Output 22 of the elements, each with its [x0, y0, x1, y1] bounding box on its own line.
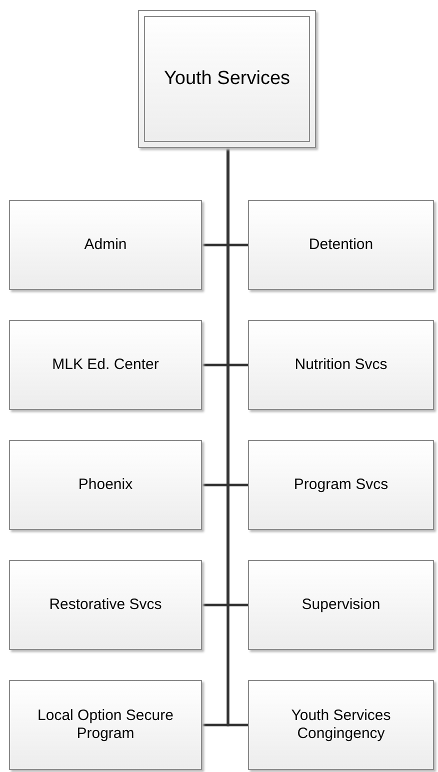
unit-box [9, 200, 202, 290]
unit-box [248, 440, 434, 530]
unit-box [9, 560, 202, 650]
unit-box [248, 320, 434, 410]
box-label: Restorative Svcs [49, 596, 162, 614]
unit-box [9, 320, 202, 410]
box-label: Program Svcs [294, 476, 388, 494]
box-label: Nutrition Svcs [294, 356, 388, 374]
unit-box [248, 680, 434, 770]
box-label: MLK Ed. Center [52, 356, 159, 374]
unit-box [248, 200, 434, 290]
box-label: Youth Services Congingency [290, 707, 392, 743]
box-label: Youth Services [164, 68, 290, 90]
box-label: Phoenix [78, 476, 133, 494]
box-label: Supervision [302, 596, 380, 614]
box-label: Detention [308, 236, 374, 254]
unit-box [9, 680, 202, 770]
unit-box [9, 440, 202, 530]
root-box [138, 10, 316, 148]
box-label: Local Option Secure Program [36, 707, 174, 743]
unit-box [248, 560, 434, 650]
box-label: Admin [84, 236, 127, 254]
